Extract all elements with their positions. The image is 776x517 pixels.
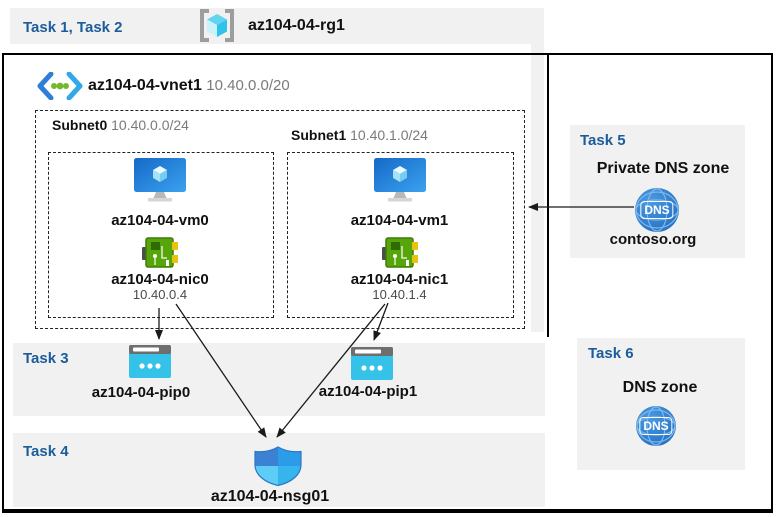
vm-icon xyxy=(373,158,426,202)
task3-label: Task 3 xyxy=(23,350,69,367)
subnet1-name: Subnet1 xyxy=(291,127,347,143)
nic-ip: 10.40.0.4 xyxy=(132,287,188,302)
vnet-label: az104-04-vnet1 10.40.0.0/20 xyxy=(88,77,290,95)
nsg-shield-icon xyxy=(252,446,304,486)
vm-label: az104-04-vm0 xyxy=(111,212,209,229)
nic-icon xyxy=(381,236,418,270)
subnet1-cidr: 10.40.1.0/24 xyxy=(350,127,428,143)
dns-zone-icon: DNS xyxy=(635,405,677,447)
gray-side-strip xyxy=(531,44,544,332)
task12-label: Task 1, Task 2 xyxy=(23,19,123,36)
deployment-outline xyxy=(2,53,773,513)
task5-label: Task 5 xyxy=(580,132,626,149)
subnet0-dashed-box xyxy=(48,152,274,318)
task3-band xyxy=(13,343,545,416)
subnet0-name: Subnet0 xyxy=(52,117,108,133)
vnet-cidr: 10.40.0.0/20 xyxy=(206,77,290,94)
resource-group-label: az104-04-rg1 xyxy=(248,17,345,34)
vnet-right-divider xyxy=(547,53,549,337)
task6-label: Task 6 xyxy=(588,345,634,362)
vm-icon xyxy=(134,158,186,202)
nic-label: az104-04-nic1 xyxy=(350,271,449,288)
private-dns-zone-title: Private DNS zone xyxy=(596,160,730,177)
contoso-zone-label: contoso.org xyxy=(609,231,697,248)
public-ip-icon xyxy=(129,345,171,378)
dns-zone-icon: DNS xyxy=(634,187,680,233)
subnet1-dashed-box xyxy=(287,152,514,318)
subnet1-group: az104-04-vm1 az104-04-nic1 10.40.1.4 xyxy=(287,152,512,316)
subnet0-cidr: 10.40.0.0/24 xyxy=(111,117,189,133)
nic-label: az104-04-nic0 xyxy=(111,271,209,288)
task6-panel xyxy=(577,338,745,470)
subnet0-label: Subnet0 10.40.0.0/24 xyxy=(52,117,189,133)
virtual-network-icon xyxy=(37,72,83,100)
task12-band xyxy=(10,8,544,44)
dns-zone-title: DNS zone xyxy=(622,379,698,396)
subnet1-label: Subnet1 10.40.1.0/24 xyxy=(291,127,428,143)
nic-ip: 10.40.1.4 xyxy=(372,287,427,302)
nic-icon xyxy=(142,236,178,270)
vm-label: az104-04-vm1 xyxy=(350,212,449,229)
pip0-label: az104-04-pip0 xyxy=(91,384,191,401)
resource-group-icon xyxy=(198,8,236,43)
subnet0-group: az104-04-vm0 az104-04-nic0 10.40.0.4 xyxy=(48,152,272,316)
public-ip-icon xyxy=(351,347,393,380)
dns-badge: DNS xyxy=(640,201,674,219)
nsg-label: az104-04-nsg01 xyxy=(210,488,330,505)
pip1-label: az104-04-pip1 xyxy=(318,383,418,400)
task4-label: Task 4 xyxy=(23,443,69,460)
dns-badge: DNS xyxy=(639,417,673,435)
vnet-name: az104-04-vnet1 xyxy=(88,77,202,94)
